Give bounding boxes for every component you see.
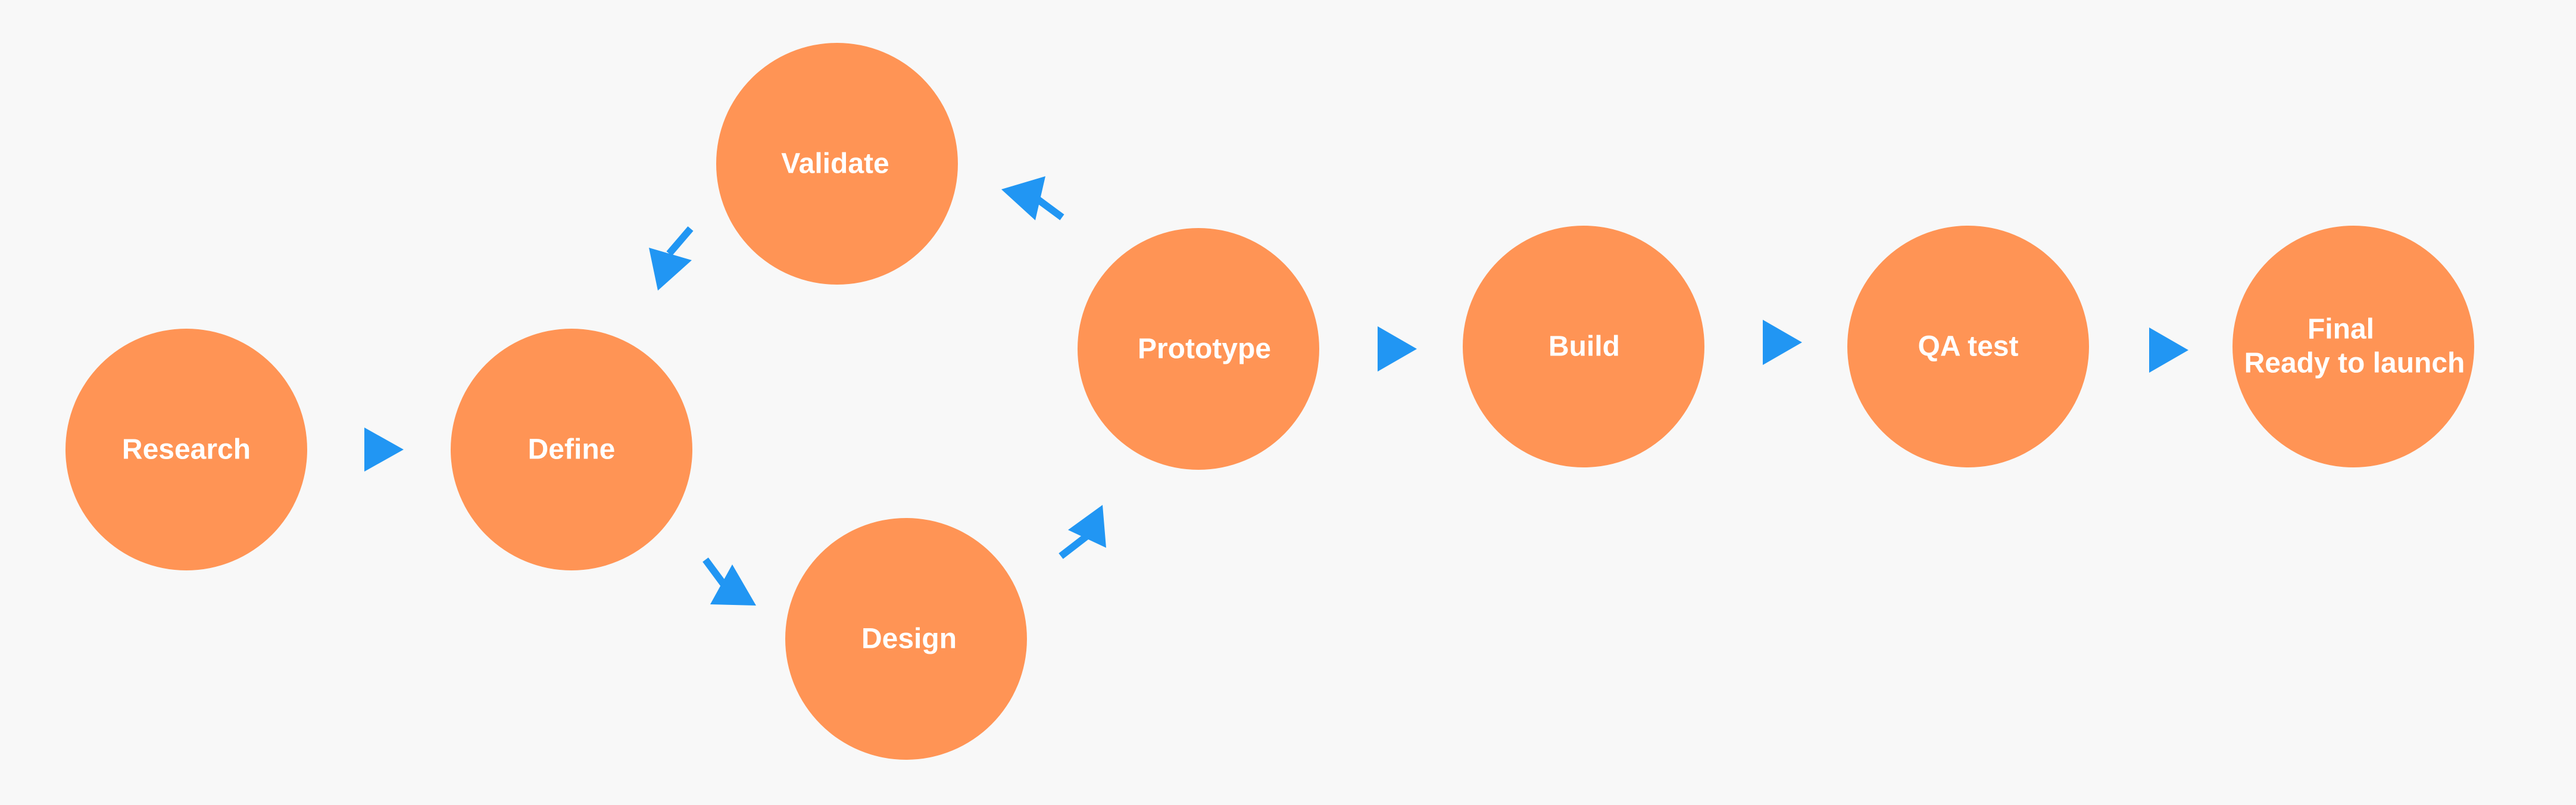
node-research: Research bbox=[65, 329, 307, 570]
node-label-build: Build bbox=[1548, 331, 1620, 363]
node-label-qa-test: QA test bbox=[1918, 331, 2019, 363]
node-define: Define bbox=[451, 329, 692, 570]
arrow-build-to-qa-test bbox=[1763, 320, 1802, 365]
arrow-design-to-prototype bbox=[1058, 505, 1106, 559]
arrow-prototype-to-validate bbox=[1001, 176, 1064, 220]
node-label-final-line-1: Final bbox=[2308, 314, 2374, 345]
nodes-layer: Research Define Validate Design Prototyp… bbox=[65, 43, 2474, 760]
node-qa-test: QA test bbox=[1847, 226, 2089, 467]
node-design: Design bbox=[785, 518, 1027, 760]
arrow-qa-test-to-final bbox=[2149, 327, 2188, 373]
node-build: Build bbox=[1463, 226, 1704, 467]
node-label-research: Research bbox=[122, 434, 251, 466]
arrows-layer bbox=[364, 176, 2188, 606]
arrow-prototype-to-build bbox=[1378, 326, 1417, 372]
node-label-prototype: Prototype bbox=[1138, 333, 1271, 365]
node-label-final-line-2: Ready to launch bbox=[2244, 348, 2465, 379]
node-prototype: Prototype bbox=[1078, 228, 1319, 470]
arrow-define-to-design bbox=[702, 557, 756, 606]
node-label-define: Define bbox=[528, 434, 616, 466]
node-label-validate: Validate bbox=[781, 148, 889, 180]
arrow-validate-to-define bbox=[649, 226, 694, 291]
arrow-research-to-define bbox=[364, 428, 404, 472]
node-label-design: Design bbox=[861, 623, 957, 655]
node-validate: Validate bbox=[716, 43, 958, 285]
node-final: Final Ready to launch bbox=[2232, 226, 2474, 467]
